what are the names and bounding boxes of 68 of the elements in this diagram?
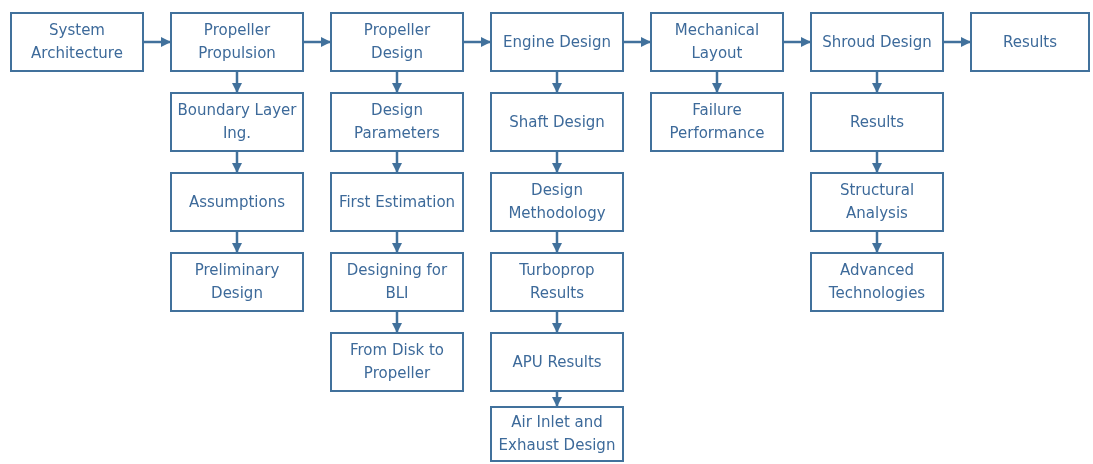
box-label: Shaft Design (509, 111, 605, 133)
box-label: Turboprop Results (518, 260, 596, 304)
box-label: Boundary Layer Ing. (176, 100, 298, 144)
arrow (232, 152, 242, 173)
arrow (872, 152, 882, 173)
box-label: Design Parameters (353, 100, 441, 144)
arrow (232, 72, 242, 93)
process-box (330, 252, 464, 312)
arrow (872, 232, 882, 253)
box-label: Failure Performance (668, 100, 766, 144)
arrow (464, 37, 491, 47)
process-box (170, 12, 304, 72)
box-label: Design Methodology (507, 180, 607, 224)
arrow (392, 232, 402, 253)
box-label: Propeller Propulsion (197, 20, 277, 64)
process-box (490, 252, 624, 312)
process-box (490, 92, 624, 152)
arrow (392, 312, 402, 333)
box-label: Air Inlet and Exhaust Design (497, 412, 617, 456)
arrow (392, 152, 402, 173)
box-label: Results (849, 111, 905, 133)
process-box (10, 12, 144, 72)
arrow (552, 392, 562, 407)
box-label: From Disk to Propeller (349, 340, 445, 384)
process-box (330, 92, 464, 152)
process-box (490, 406, 624, 462)
arrow (712, 72, 722, 93)
arrow (552, 312, 562, 333)
process-box (650, 12, 784, 72)
box-label: First Estimation (338, 191, 456, 213)
process-box (810, 252, 944, 312)
arrow (872, 72, 882, 93)
box-label: Engine Design (503, 31, 611, 53)
process-box (490, 332, 624, 392)
arrow (392, 72, 402, 93)
process-box (490, 12, 624, 72)
process-box (170, 92, 304, 152)
process-box (810, 92, 944, 152)
box-label: Structural Analysis (838, 180, 916, 224)
box-label: Preliminary Design (193, 260, 281, 304)
arrow (232, 232, 242, 253)
box-label: Assumptions (188, 191, 286, 213)
arrow (552, 152, 562, 173)
process-box (330, 172, 464, 232)
arrow (304, 37, 331, 47)
process-box (490, 172, 624, 232)
process-box (810, 172, 944, 232)
process-box (970, 12, 1090, 72)
process-box (330, 12, 464, 72)
process-box (170, 252, 304, 312)
arrow (784, 37, 811, 47)
arrow (624, 37, 651, 47)
process-box (810, 12, 944, 72)
box-label: Propeller Design (362, 20, 432, 64)
box-label: Shroud Design (822, 31, 932, 53)
box-label: Mechanical Layout (673, 20, 761, 64)
box-label: Advanced Technologies (827, 260, 927, 304)
arrow (552, 72, 562, 93)
box-label: Results (1002, 31, 1058, 53)
arrow (144, 37, 171, 47)
process-box (650, 92, 784, 152)
process-box (330, 332, 464, 392)
box-label: Designing for BLI (345, 260, 449, 304)
process-box (170, 172, 304, 232)
arrow (552, 232, 562, 253)
box-label: System Architecture (30, 20, 124, 64)
arrow (944, 37, 971, 47)
box-label: APU Results (512, 351, 602, 373)
